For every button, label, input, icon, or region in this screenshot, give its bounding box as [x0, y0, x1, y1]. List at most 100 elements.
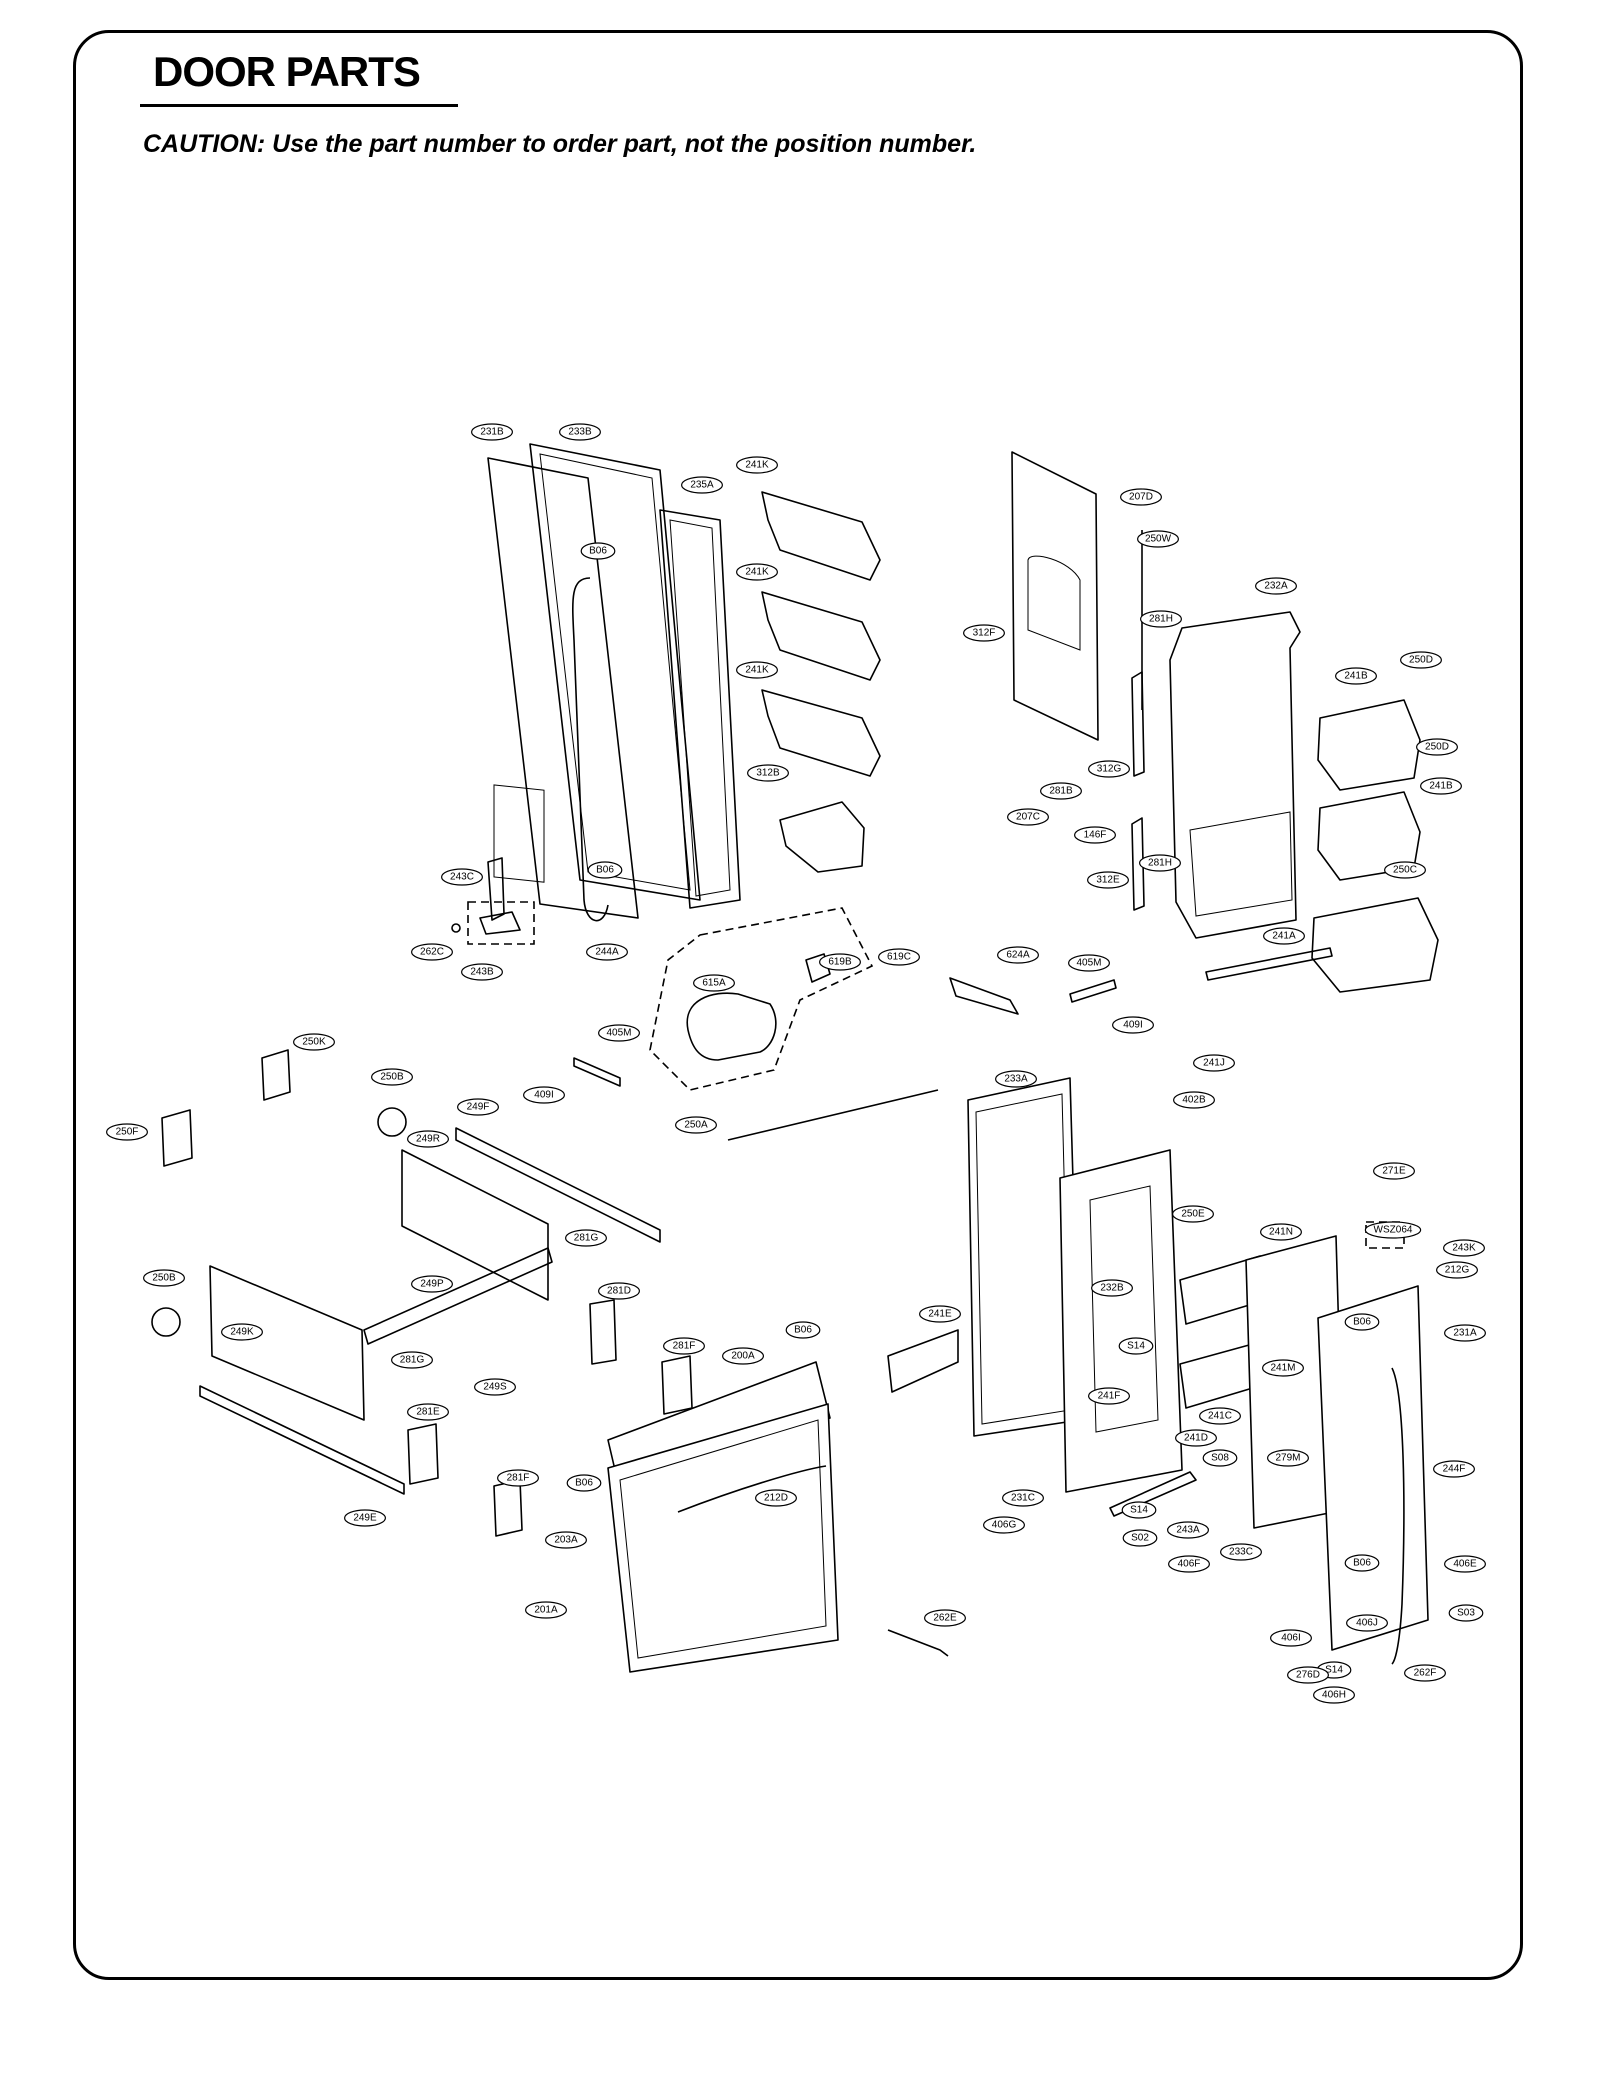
callout-146f: 146F	[1073, 826, 1116, 844]
callout-text: 241K	[745, 665, 769, 676]
callout-241b: 241B	[1334, 667, 1377, 685]
door-panel-231a	[1317, 1285, 1429, 1651]
callout-text: 312B	[756, 768, 780, 779]
callout-text: 281E	[416, 1407, 440, 1418]
callout-249s: 249S	[474, 1378, 517, 1396]
callout-text: 201A	[534, 1605, 558, 1616]
callout-201a: 201A	[524, 1601, 567, 1619]
callout-text: 243A	[1176, 1525, 1200, 1536]
callout-405m: 405M	[1067, 954, 1110, 972]
page-frame	[73, 30, 1523, 1980]
callout-text: 241D	[1184, 1433, 1208, 1444]
callout-text: 250B	[380, 1072, 404, 1083]
callout-233c: 233C	[1219, 1543, 1262, 1561]
callout-231a: 231A	[1443, 1324, 1486, 1342]
callout-text: 281D	[607, 1286, 631, 1297]
callout-241a: 241A	[1262, 927, 1305, 945]
callout-text: S02	[1131, 1533, 1149, 1544]
callout-text: 200A	[731, 1351, 755, 1362]
callout-281h: 281H	[1139, 610, 1182, 628]
hinge-kit-243b-box	[467, 901, 535, 945]
callout-text: B06	[794, 1325, 812, 1336]
callout-text: 233C	[1229, 1547, 1253, 1558]
callout-243k: 243K	[1442, 1239, 1485, 1257]
callout-text: 231A	[1453, 1328, 1477, 1339]
callout-250c: 250C	[1383, 861, 1426, 879]
callout-279m: 279M	[1266, 1449, 1309, 1467]
cover-250k	[261, 1049, 291, 1101]
callout-262c: 262C	[411, 943, 454, 961]
gear-250b-bottom	[151, 1307, 181, 1337]
handle-244f	[1391, 1367, 1405, 1665]
callout-text: 406H	[1322, 1690, 1346, 1701]
bracket-241e	[887, 1329, 959, 1393]
callout-619b: 619B	[818, 953, 861, 971]
callout-281g: 281G	[564, 1229, 607, 1247]
lower-frame-assembly	[151, 1049, 693, 1537]
callout-text: 312G	[1097, 764, 1122, 775]
callout-241k: 241K	[735, 661, 778, 679]
callout-406f: 406F	[1167, 1555, 1210, 1573]
door-panel-231b	[487, 457, 639, 919]
cover-281e	[407, 1423, 439, 1485]
callout-249r: 249R	[407, 1130, 450, 1148]
callout-text: 281G	[400, 1355, 425, 1366]
callout-text: 250B	[152, 1273, 176, 1284]
callout-249f: 249F	[457, 1098, 500, 1116]
callout-243b: 243B	[461, 963, 504, 981]
callout-244a: 244A	[585, 943, 628, 961]
callout-241k: 241K	[735, 563, 778, 581]
callout-text: 279M	[1275, 1453, 1300, 1464]
callout-281g: 281G	[391, 1351, 434, 1369]
callout-b06: B06	[1344, 1554, 1380, 1572]
callout-250f: 250F	[105, 1123, 148, 1141]
callout-s02: S02	[1122, 1529, 1158, 1547]
callout-text: B06	[1353, 1558, 1371, 1569]
callout-249e: 249E	[344, 1509, 387, 1527]
callout-text: 312E	[1096, 875, 1120, 886]
callout-text: 619B	[828, 957, 852, 968]
callout-text: 615A	[702, 978, 726, 989]
callout-text: 249P	[420, 1279, 444, 1290]
callout-b06: B06	[1344, 1313, 1380, 1331]
callout-281d: 281D	[597, 1282, 640, 1300]
callout-233a: 233A	[994, 1070, 1037, 1088]
callout-text: 249F	[467, 1102, 490, 1113]
filter-housing-615a	[686, 992, 777, 1061]
callout-text: 241K	[745, 567, 769, 578]
callout-text: 249E	[353, 1513, 377, 1524]
callout-276d: 276D	[1286, 1666, 1329, 1684]
callout-241c: 241C	[1198, 1407, 1241, 1425]
callout-203a: 203A	[544, 1531, 587, 1549]
callout-250d: 250D	[1415, 738, 1458, 756]
door-gasket-233b	[529, 443, 701, 901]
callout-text: 244F	[1443, 1464, 1466, 1475]
callout-249p: 249P	[411, 1275, 454, 1293]
callout-text: 207D	[1129, 492, 1153, 503]
callout-241f: 241F	[1087, 1387, 1130, 1405]
callout-text: 619C	[887, 952, 911, 963]
screw-262c	[451, 923, 461, 933]
callout-243c: 243C	[441, 868, 484, 886]
callout-text: 406F	[1178, 1559, 1201, 1570]
water-filter-group	[573, 907, 1117, 1141]
callout-text: 624A	[1006, 950, 1030, 961]
right-door-upper-assembly	[1011, 451, 1439, 993]
callout-232b: 232B	[1090, 1279, 1133, 1297]
callout-text: 405M	[1076, 958, 1101, 969]
callout-text: 281H	[1149, 614, 1173, 625]
callout-b06: B06	[785, 1321, 821, 1339]
callout-text: S08	[1211, 1453, 1229, 1464]
callout-text: 233A	[1004, 1074, 1028, 1085]
callout-241j: 241J	[1192, 1054, 1235, 1072]
callout-text: B06	[1353, 1317, 1371, 1328]
dispenser-housing-232a	[1169, 611, 1301, 939]
callout-text: 250K	[302, 1037, 326, 1048]
callout-241b: 241B	[1419, 777, 1462, 795]
left-door-assembly	[451, 443, 881, 945]
wrench-262e	[887, 1629, 949, 1657]
callout-241n: 241N	[1259, 1223, 1302, 1241]
callout-text: 262F	[1414, 1668, 1437, 1679]
bin-241a	[1311, 897, 1439, 993]
callout-text: 406I	[1281, 1633, 1300, 1644]
